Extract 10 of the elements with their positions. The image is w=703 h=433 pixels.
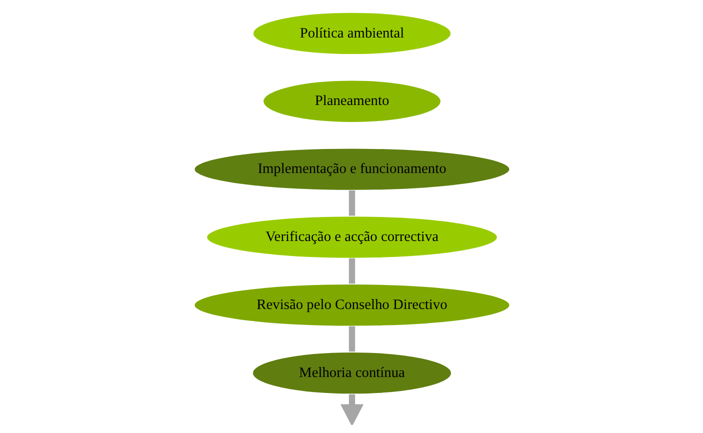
node-ellipse: Verificação e acção correctiva (206, 216, 498, 259)
arrow (340, 394, 364, 425)
node-ellipse: Melhoria contínua (251, 351, 452, 395)
connector (348, 258, 355, 284)
node-ellipse: Política ambiental (252, 12, 452, 56)
connector (348, 190, 355, 216)
node-ellipse: Planeamento (262, 80, 442, 123)
node-ellipse: Revisão pelo Conselho Directivo (193, 284, 510, 327)
node-ellipse: Implementação e funcionamento (193, 148, 510, 191)
connector (348, 326, 355, 352)
